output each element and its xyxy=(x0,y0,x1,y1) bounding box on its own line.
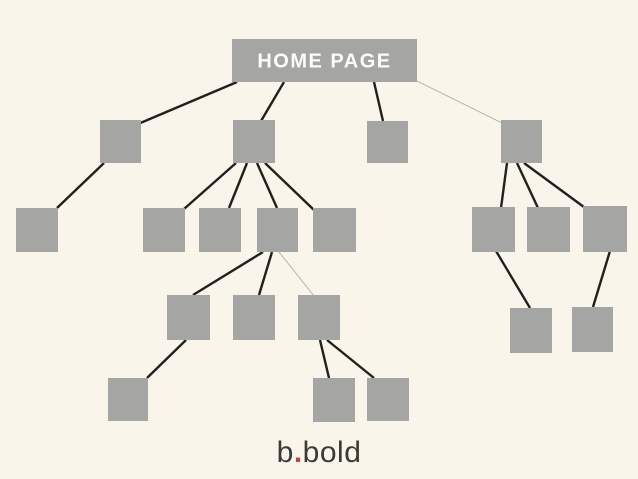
sitemap-node-l3-1 xyxy=(16,208,58,252)
sitemap-node-l2-3 xyxy=(367,121,408,163)
sitemap-edge-14 xyxy=(278,251,315,297)
sitemap-node-l4-5 xyxy=(572,307,613,352)
sitemap-node-l3-2 xyxy=(143,208,185,252)
sitemap-edge-8 xyxy=(264,162,315,211)
sitemap-node-l3-5 xyxy=(313,208,356,252)
sitemap-node-l5-2 xyxy=(313,378,355,422)
sitemap-edge-7 xyxy=(255,162,279,209)
sitemap-edge-3 xyxy=(416,80,503,124)
nodes-group: HOME PAGE xyxy=(16,39,627,422)
sitemap-edge-16 xyxy=(591,250,612,308)
sitemap-edge-0 xyxy=(137,80,238,126)
home-page-node xyxy=(232,39,417,82)
sitemap-edge-18 xyxy=(318,339,331,379)
sitemap-node-l3-6 xyxy=(472,207,515,252)
sitemap-node-l5-3 xyxy=(367,378,409,421)
sitemap-edge-11 xyxy=(523,162,589,211)
logo-dot: . xyxy=(293,436,303,469)
edges-group xyxy=(56,80,612,379)
sitemap-edge-2 xyxy=(372,81,385,122)
sitemap-node-l2-4 xyxy=(501,120,542,163)
home-page-label: HOME PAGE xyxy=(257,51,391,73)
sitemap-edge-12 xyxy=(192,250,264,297)
sitemap-node-l4-4 xyxy=(510,308,552,353)
sitemap-edge-15 xyxy=(494,250,532,309)
sitemap-edge-17 xyxy=(146,339,187,379)
sitemap-edge-1 xyxy=(259,81,286,122)
sitemap-node-l2-2 xyxy=(233,120,275,163)
sitemap-node-l2-1 xyxy=(100,120,141,163)
sitemap-node-l4-1 xyxy=(167,295,210,340)
logo-prefix: b xyxy=(276,436,294,469)
logo-suffix: bold xyxy=(302,436,362,469)
sitemap-node-l3-7 xyxy=(527,207,570,252)
sitemap-edge-13 xyxy=(257,251,274,296)
sitemap-edge-6 xyxy=(227,162,249,209)
sitemap-node-l3-3 xyxy=(199,208,241,252)
bbold-logo: b.bold xyxy=(0,438,638,468)
sitemap-edge-10 xyxy=(515,162,540,209)
sitemap-node-l3-8 xyxy=(583,206,627,252)
sitemap-edge-5 xyxy=(183,162,237,210)
sitemap-node-l5-1 xyxy=(108,378,148,421)
sitemap-edge-19 xyxy=(326,339,375,379)
sitemap-node-l4-3 xyxy=(298,295,340,340)
sitemap-node-l4-2 xyxy=(233,295,275,340)
sitemap-node-l3-4 xyxy=(257,208,298,252)
sitemap-edge-4 xyxy=(56,162,105,209)
sitemap-edge-9 xyxy=(499,162,509,209)
